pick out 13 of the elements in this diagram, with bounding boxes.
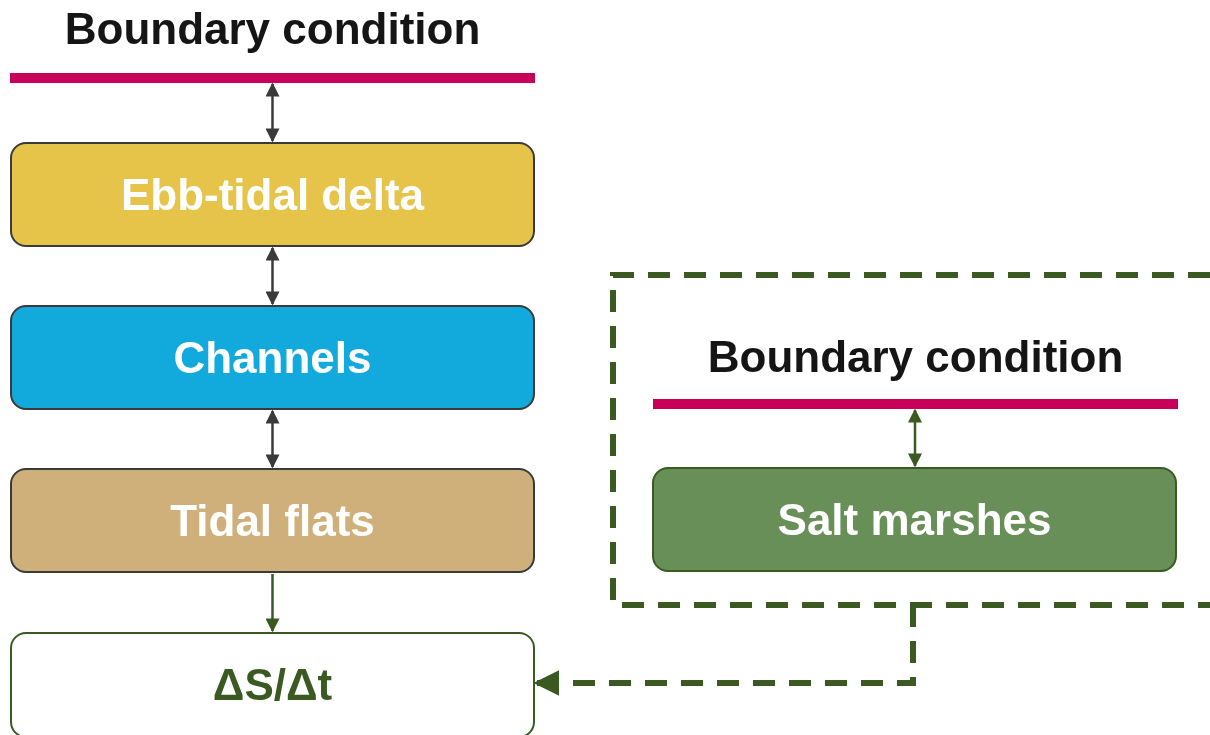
result-box: ΔS/Δt [10,632,535,735]
arrow [265,246,280,306]
arrow [265,82,280,143]
arrow [265,409,280,469]
arrow [265,574,280,633]
arrow [908,408,922,468]
boundary-label: Boundary condition [64,4,481,54]
process-box: Ebb-tidal delta [10,142,535,247]
process-box: Salt marshes [652,467,1177,572]
process-box: Channels [10,305,535,410]
boundary-label: Boundary condition [707,332,1124,382]
dashed-arrow [533,605,916,696]
process-box: Tidal flats [10,468,535,573]
